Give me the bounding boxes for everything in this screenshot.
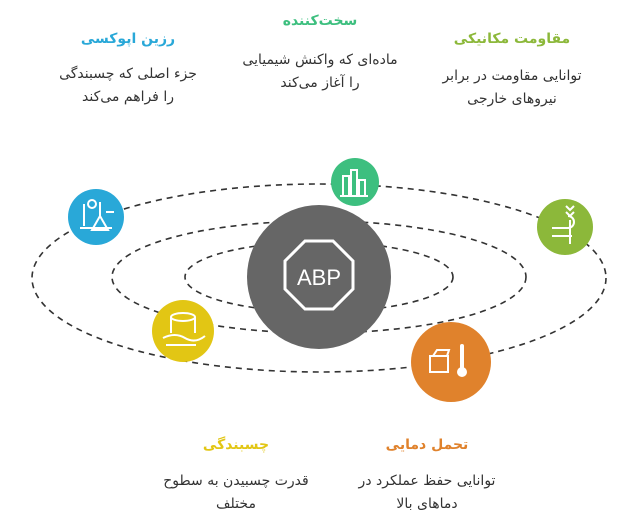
desc-line: توانایی مقاومت در برابر bbox=[442, 68, 582, 84]
shield-hand-icon bbox=[537, 199, 593, 255]
item-title-adhesion: چسبندگی bbox=[202, 437, 270, 453]
desc-line: نیروهای خارجی bbox=[467, 91, 557, 107]
desc-line: را آغاز می‌کند bbox=[280, 75, 360, 91]
item-title-thermal: تحمل دمایی bbox=[385, 437, 469, 453]
factory-icon bbox=[331, 158, 379, 206]
item-desc-hardener: ماده‌ای که واکنش شیمیایی را آغاز می‌کند bbox=[242, 49, 397, 95]
desc-line: جزء اصلی که چسبندگی bbox=[59, 66, 197, 82]
orbit-outer bbox=[31, 183, 607, 373]
desc-line: را فراهم می‌کند bbox=[82, 89, 174, 105]
glue-pot-icon bbox=[152, 300, 214, 362]
item-desc-mechanical: توانایی مقاومت در برابر نیروهای خارجی bbox=[442, 65, 581, 111]
item-title-mechanical: مقاومت مکانیکی bbox=[453, 31, 571, 47]
stop-sign-icon bbox=[283, 239, 355, 311]
item-title-hardener: سخت‌کننده bbox=[282, 13, 358, 29]
desc-line: توانایی حفظ عملکرد در bbox=[358, 473, 496, 489]
item-title-epoxy: رزین اپوکسی bbox=[80, 31, 176, 47]
item-desc-adhesion: قدرت چسبیدن به سطوح مختلف bbox=[163, 470, 308, 516]
desc-line: مختلف bbox=[216, 496, 256, 512]
center-label: ABP bbox=[297, 265, 341, 290]
item-desc-epoxy: جزء اصلی که چسبندگی را فراهم می‌کند bbox=[59, 63, 197, 109]
item-desc-thermal: توانایی حفظ عملکرد در دماهای بالا bbox=[359, 470, 496, 516]
thermometer-box-icon bbox=[411, 322, 491, 402]
lab-flask-icon bbox=[68, 189, 124, 245]
desc-line: ماده‌ای که واکنش شیمیایی bbox=[242, 52, 398, 68]
center-node: ABP bbox=[247, 205, 391, 349]
desc-line: قدرت چسبیدن به سطوح bbox=[163, 473, 309, 489]
desc-line: دماهای بالا bbox=[396, 496, 458, 512]
